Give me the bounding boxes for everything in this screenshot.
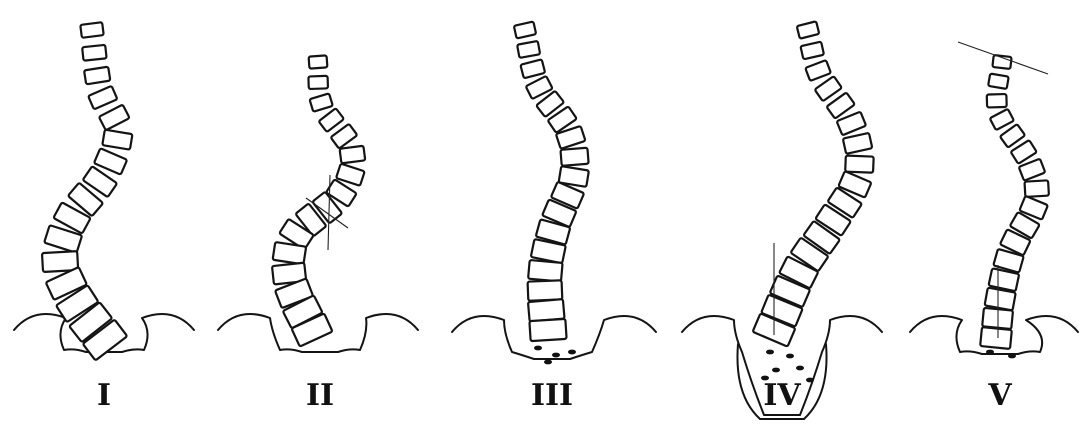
vertebra [843,133,872,154]
vertebra [309,55,328,68]
vertebra [80,22,103,38]
vertebra [520,59,545,78]
vertebra [988,74,1009,89]
panel-type-2: II [218,55,418,413]
vertebra [980,327,1012,349]
vertebra [990,109,1014,130]
vertebra [805,60,831,81]
panel-type-1: I [14,22,194,413]
sacral-mark [534,346,542,351]
vertebra [514,21,536,38]
vertebra [528,299,565,321]
type-label: V [987,378,1012,413]
sacral-mark [796,366,804,371]
vertebra [102,130,132,150]
vertebra [528,260,563,281]
sacral-mark [552,353,560,358]
vertebra [1024,180,1048,197]
type-label: IV [763,378,801,413]
vertebra [84,67,110,85]
sacral-mark [986,350,994,355]
panel-type-5: V [910,42,1078,413]
vertebra [528,280,563,300]
vertebra [517,41,540,58]
panel-type-4: IV [682,21,882,419]
sacral-mark [786,354,794,359]
vertebra [308,76,328,89]
vertebra [88,86,117,110]
vertebra [82,45,106,61]
vertebra [273,242,307,264]
vertebra [560,148,588,166]
type-label: II [306,378,334,413]
vertebra [319,108,344,132]
vertebra [845,156,873,173]
vertebra [340,146,366,164]
type-label: III [531,378,573,413]
vertebra [987,94,1007,107]
sacral-mark [1008,354,1016,359]
sacral-mark [568,350,576,355]
vertebra [310,93,333,111]
vertebra [800,42,824,60]
vertebra [985,288,1016,311]
vertebra [99,105,130,131]
sacral-mark [766,350,774,355]
vertebra [797,21,820,38]
vertebra [529,319,566,341]
sacral-mark [772,368,780,373]
sacral-mark [544,360,552,365]
type-label: I [97,378,111,413]
sacral-mark [806,378,814,383]
panel-type-3: III [452,21,656,413]
